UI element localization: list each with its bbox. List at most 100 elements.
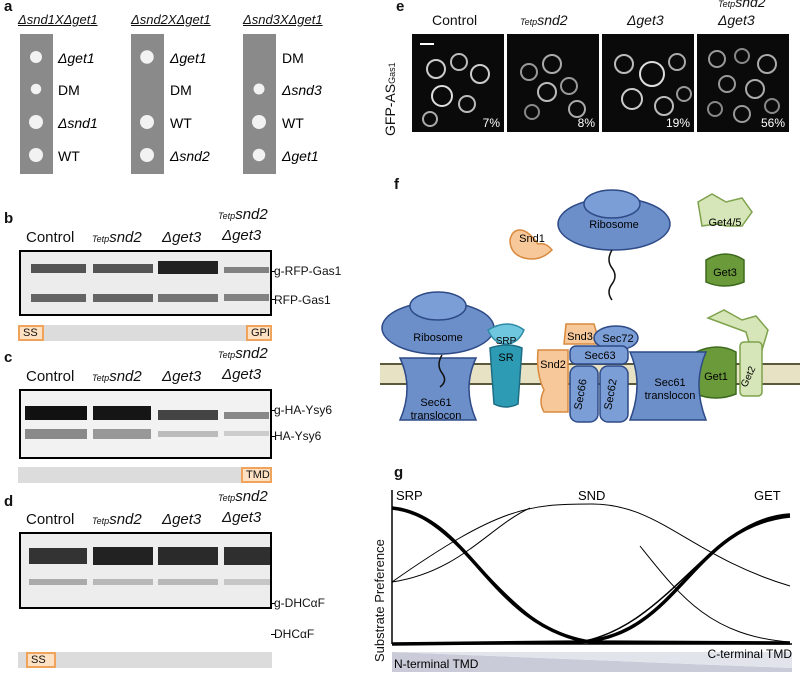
snd3-label: Snd3	[567, 331, 593, 343]
get-thin	[639, 545, 791, 643]
panel-e-image-control: 7%	[412, 34, 504, 132]
panel-b-letter: b	[4, 210, 14, 227]
lane-header-double-top: Tetpsnd2	[218, 345, 268, 362]
n-term-wedge	[392, 652, 792, 672]
sr-label: SR	[498, 352, 513, 364]
panel-e-col-double-bottom: Δget3	[718, 12, 755, 28]
panel-c-tick-upper	[271, 410, 275, 411]
panel-e-image-double: 56%	[697, 34, 789, 132]
panel-b-tick-lower	[271, 299, 275, 300]
get3-shape	[705, 253, 745, 287]
panel-b-bands	[31, 261, 269, 302]
n-terminal-text: N-terminal TMD	[394, 657, 479, 671]
get45-shape	[697, 193, 753, 227]
yeast-spot	[252, 115, 266, 129]
lane-header-control: Control	[26, 368, 75, 385]
panel-b-blot	[19, 250, 272, 316]
srp-shape	[487, 323, 525, 345]
panel-g-letter: g	[394, 464, 404, 481]
lane-header-control: Control	[26, 229, 75, 246]
lane-header-control: Control	[26, 511, 75, 528]
sec72-label: Sec72	[602, 333, 633, 345]
panel-d-protein-bar	[18, 652, 272, 668]
panel-e-percent: 8%	[577, 116, 595, 130]
lane-header-tetp-snd2: Tetpsnd2	[92, 368, 142, 385]
lane-header-get3: Δget3	[162, 511, 202, 528]
panel-c-tag-tmd: TMD	[241, 467, 272, 483]
panel-a-header-3: Δsnd3XΔget1	[243, 12, 323, 27]
panel-g-plot: SRP SND GET N-terminal TMD C-terminal TM…	[391, 488, 792, 672]
panel-a-label: WT	[282, 115, 304, 131]
get1-shape	[695, 346, 737, 399]
panel-e-col-get3: Δget3	[627, 12, 664, 28]
panel-c-band-lower-label: HA-Ysy6	[274, 429, 322, 443]
panel-f-diagram: Ribosome Snd1 Get4/5 Get3 Get2 Get1 Ribo…	[380, 189, 800, 423]
yeast-spot	[140, 148, 154, 162]
sec66-label: Sec66	[572, 378, 589, 411]
panel-b-tag-gpi: GPI	[246, 325, 272, 341]
get-text: GET	[754, 488, 781, 503]
yeast-spot	[140, 50, 154, 64]
yeast-spot	[30, 83, 42, 95]
yeast-spot	[29, 115, 43, 129]
sec61-left-label: Sec61	[420, 397, 451, 409]
panel-b-tick-upper	[271, 271, 275, 272]
panel-d-bands	[29, 547, 270, 585]
srp-thin	[391, 507, 531, 583]
sec61-left-shape	[398, 357, 478, 421]
panel-e-ylabel: GFP-ASGas1	[382, 62, 398, 136]
panel-d-tag-ss: SS	[26, 652, 56, 668]
panel-d-letter: d	[4, 493, 14, 510]
panel-e-percent: 56%	[760, 116, 785, 130]
lane-header-get3: Δget3	[162, 368, 202, 385]
snd-text: SND	[578, 488, 605, 503]
lane-header-double-bottom: Δget3	[222, 227, 262, 244]
get45-label: Get4/5	[708, 217, 741, 229]
lane-header-tetp-snd2: Tetpsnd2	[92, 511, 142, 528]
lane-header-get3: Δget3	[162, 229, 202, 246]
panel-e-col-snd2: Tetpsnd2	[520, 12, 568, 28]
ribosome-left-label: Ribosome	[413, 332, 463, 344]
yeast-spot	[140, 115, 154, 129]
panel-c-letter: c	[4, 349, 13, 366]
yeast-spot	[252, 148, 266, 162]
sec61-right-shape	[628, 351, 708, 421]
snd1-shape	[509, 229, 553, 260]
panel-e-image-get3: 19%	[602, 34, 694, 132]
panel-d-band-lower-label: DHCαF	[274, 627, 315, 641]
panel-c-blot	[19, 389, 272, 459]
panel-b-protein-bar	[18, 325, 272, 341]
panel-a-label: WT	[58, 148, 80, 164]
lane-header-double-top: Tetpsnd2	[218, 488, 268, 505]
panel-e-letter: e	[396, 0, 405, 15]
get1-label: Get1	[704, 371, 728, 383]
panel-a-spots	[29, 50, 266, 162]
get3-label: Get3	[713, 267, 737, 279]
panel-d-tick-lower	[271, 634, 275, 635]
lane-header-double-top: Tetpsnd2	[218, 206, 268, 223]
sec66-shape	[569, 365, 599, 423]
snd2-label: Snd2	[540, 359, 566, 371]
srp-label: SRP	[496, 336, 517, 347]
translocon-right-label: translocon	[645, 390, 696, 402]
panel-b-band-lower-label: RFP-Gas1	[274, 293, 331, 307]
srp-curve	[391, 506, 791, 645]
panel-b-band-upper-label: g-RFP-Gas1	[274, 264, 342, 278]
panel-a-label: Δget1	[170, 50, 207, 66]
yeast-spot	[253, 83, 265, 95]
panel-e-image-snd2: 8%	[507, 34, 599, 132]
panel-b-tag-ss: SS	[18, 325, 44, 341]
ribosome-top-label: Ribosome	[589, 219, 639, 231]
get2-arm	[706, 309, 769, 351]
panel-a-label: Δsnd2	[170, 148, 210, 164]
panel-d-tick-upper	[271, 603, 275, 604]
panel-e-col-double-top: Tetpsnd2	[718, 0, 766, 10]
panel-d-band-upper-label: g-DHCαF	[274, 596, 325, 610]
panel-e-percent: 19%	[665, 116, 690, 130]
panel-a-label: Δget1	[282, 148, 319, 164]
yeast-spot	[30, 51, 42, 63]
panel-e-col-control: Control	[432, 12, 478, 28]
panel-a-label: Δget1	[58, 50, 95, 66]
panel-a-label: DM	[282, 50, 304, 66]
sr-shape	[489, 344, 523, 408]
